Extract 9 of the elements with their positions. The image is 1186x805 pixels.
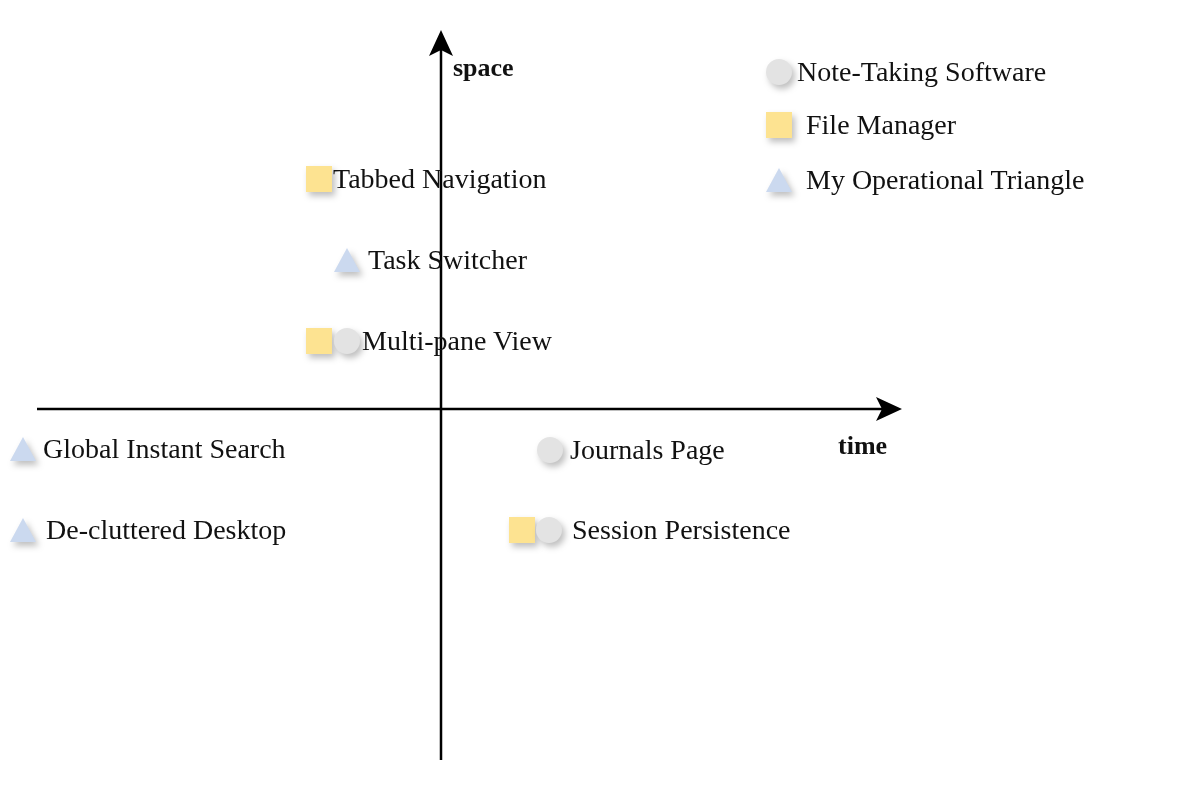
- axis-label: space: [453, 52, 514, 84]
- axis-label: time: [838, 430, 888, 462]
- item-label: Global Instant Search: [43, 432, 286, 466]
- legend-label: File Manager: [806, 108, 957, 142]
- item-label: De-cluttered Desktop: [46, 513, 287, 547]
- legend-label: My Operational Triangle: [806, 163, 1085, 197]
- item-label: Journals Page: [570, 433, 725, 467]
- item-label: Session Persistence: [572, 513, 791, 547]
- legend-label: Note-Taking Software: [797, 55, 1047, 89]
